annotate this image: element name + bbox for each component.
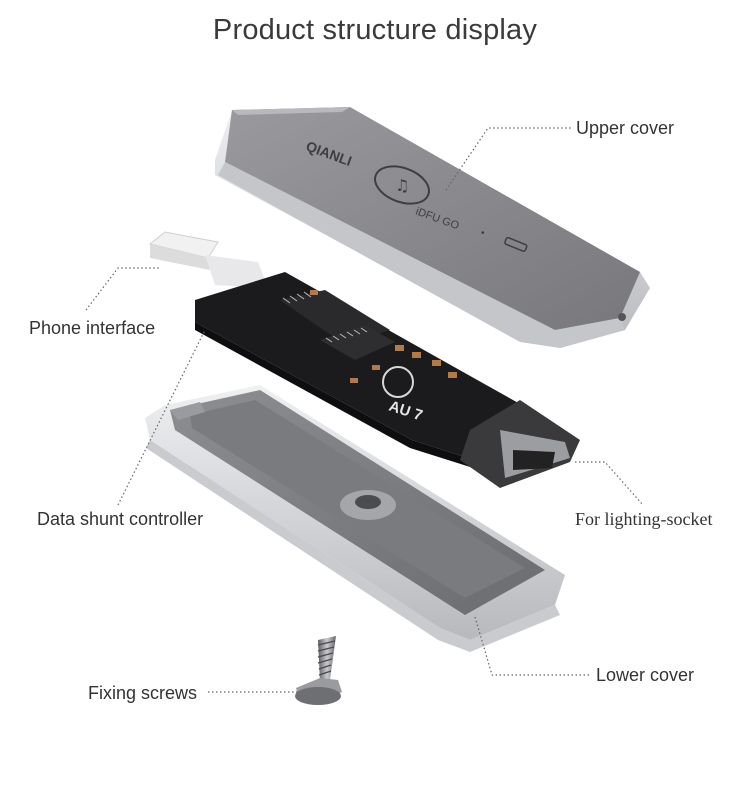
- label-upper-cover: Upper cover: [576, 118, 675, 138]
- label-data-shunt-controller: Data shunt controller: [37, 509, 204, 529]
- svg-text:•: •: [481, 228, 485, 239]
- music-note-icon: [374, 165, 430, 205]
- svg-text:♫: ♫: [395, 176, 409, 195]
- label-lower-cover: Lower cover: [596, 665, 695, 685]
- lower-cover: [145, 385, 565, 652]
- page-title: Product structure display: [212, 14, 538, 46]
- label-phone-interface: Phone interface: [29, 318, 156, 338]
- leader-lines: [85, 127, 644, 693]
- music-note-icon-pcb: [382, 366, 414, 398]
- data-shunt-controller: AU 7: [148, 231, 580, 488]
- led-slot-icon: [504, 236, 528, 252]
- label-fixing-screws: Fixing screws: [88, 683, 198, 703]
- label-lighting-socket: For lighting-socket: [575, 509, 713, 529]
- upper-cover: QIANLI ♫ iDFU GO •: [215, 107, 650, 348]
- fixing-screw: [295, 636, 342, 705]
